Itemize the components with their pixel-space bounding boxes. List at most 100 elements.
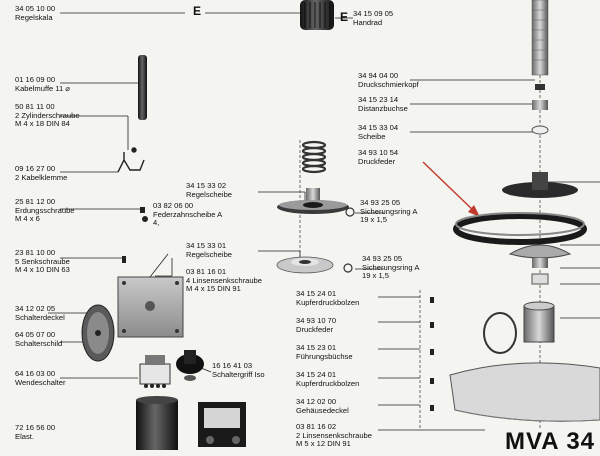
part-spec: M 4 x 18 DIN 84 [15,119,70,129]
schaltergriff-part [176,350,204,381]
red-arrow [422,161,480,217]
sicherungsring-2-part [343,263,353,273]
part-number: 25 81 12 00 [15,197,56,206]
part-name: Druckfeder [296,324,334,334]
part-name: Handrad [353,17,383,27]
part-number: 09 16 27 00 [15,164,56,173]
leader-lines [48,12,600,431]
druckschmierkopf-part [535,84,545,90]
small-screws [122,207,148,263]
part-name: 5 Senkschraube [15,256,70,266]
part-name: Regelscheibe [186,249,233,259]
druckfeder-part [301,140,327,174]
part-spec: M 5 x 12 DIN 91 [296,439,351,449]
rolle-part [483,301,555,354]
part-number: 34 15 24 01 [296,289,337,298]
part-name: Wendeschalter [15,377,66,387]
part-name: Gehäusedeckel [296,405,349,415]
part-name: Druckschmierkopf [358,79,419,89]
part-number: 16 16 41 03 [212,361,253,370]
zahnkranz-part [453,212,587,245]
part-spec: 4, [153,218,160,228]
kabelmuffe-part [138,55,147,120]
part-spec: M 4 x 15 DIN 91 [186,284,241,294]
handrad-part [300,0,334,30]
part-number: 34 15 33 04 [358,123,399,132]
part-name: Kupferdruckbolzen [296,297,360,307]
part-number: 34 12 02 05 [15,304,56,313]
part-number: 34 93 10 70 [296,316,337,325]
part-number: 03 81 16 02 [296,422,337,431]
regelscheibe-1-part [277,188,349,214]
kondensator-part [198,402,246,447]
part-number: 34 15 33 02 [186,181,227,190]
regelscheibe-2-part [276,256,334,274]
part-spec: M 4 x 6 [15,214,40,224]
part-number: 23 81 10 00 [15,248,56,257]
part-name: 4 Linsensenkschraube [186,275,262,285]
part-number: 34 93 10 54 [358,148,399,157]
schalterdeckel-part [81,304,115,362]
part-number: 34 15 23 01 [296,343,337,352]
part-spec: 19 x 1,5 [362,271,390,281]
part-spec: M 4 x 10 DIN 63 [15,265,70,275]
buchse-part [531,273,549,285]
part-number: 64 05 07 00 [15,330,56,339]
gehaeusedeckel-part [449,362,600,422]
part-number: 03 81 16 01 [186,267,227,276]
schalterplatte-part [117,253,184,338]
part-name: Regelscheibe [186,189,233,199]
part-number: 34 15 33 01 [186,241,227,250]
part-name: Federzahnscheibe A [153,209,223,219]
part-name: Kupferdruckbolzen [296,378,360,388]
part-name: Sicherungsring A [360,206,418,216]
kupferdruckbolzen-parts [430,297,434,411]
part-name: 2 Kabelklemme [15,172,68,182]
model-label: MVA 34 [505,428,596,455]
part-name: Kabelmuffe 11 ⌀ [15,83,70,93]
part-number: 34 93 25 05 [362,254,403,263]
part-name: Distanzbuchse [358,103,408,113]
kabelklemme-part [117,147,145,173]
part-name: Schaltergriff Iso [212,369,265,379]
part-number: 34 15 23 14 [358,95,399,104]
part-name: Schalterschild [15,338,63,348]
luefterrad-part [502,172,578,198]
marker-e-left: E [193,4,202,18]
part-spec: 19 x 1,5 [360,215,388,225]
kegelscheibe-part [508,244,572,268]
part-name: 2 Zylinderschraube [15,110,80,120]
part-name: Druckfeder [358,156,396,166]
part-name: Schalterdeckel [15,312,65,322]
part-name: Erdungsschraube [15,205,75,215]
part-number: 64 16 03 00 [15,369,56,378]
wendeschalter-part [139,355,171,388]
part-number: 03 82 06 00 [153,201,194,210]
part-name: Sicherungsring A [362,262,420,272]
part-name: Führungsbüchse [296,351,353,361]
marker-e-right: E [340,10,349,24]
